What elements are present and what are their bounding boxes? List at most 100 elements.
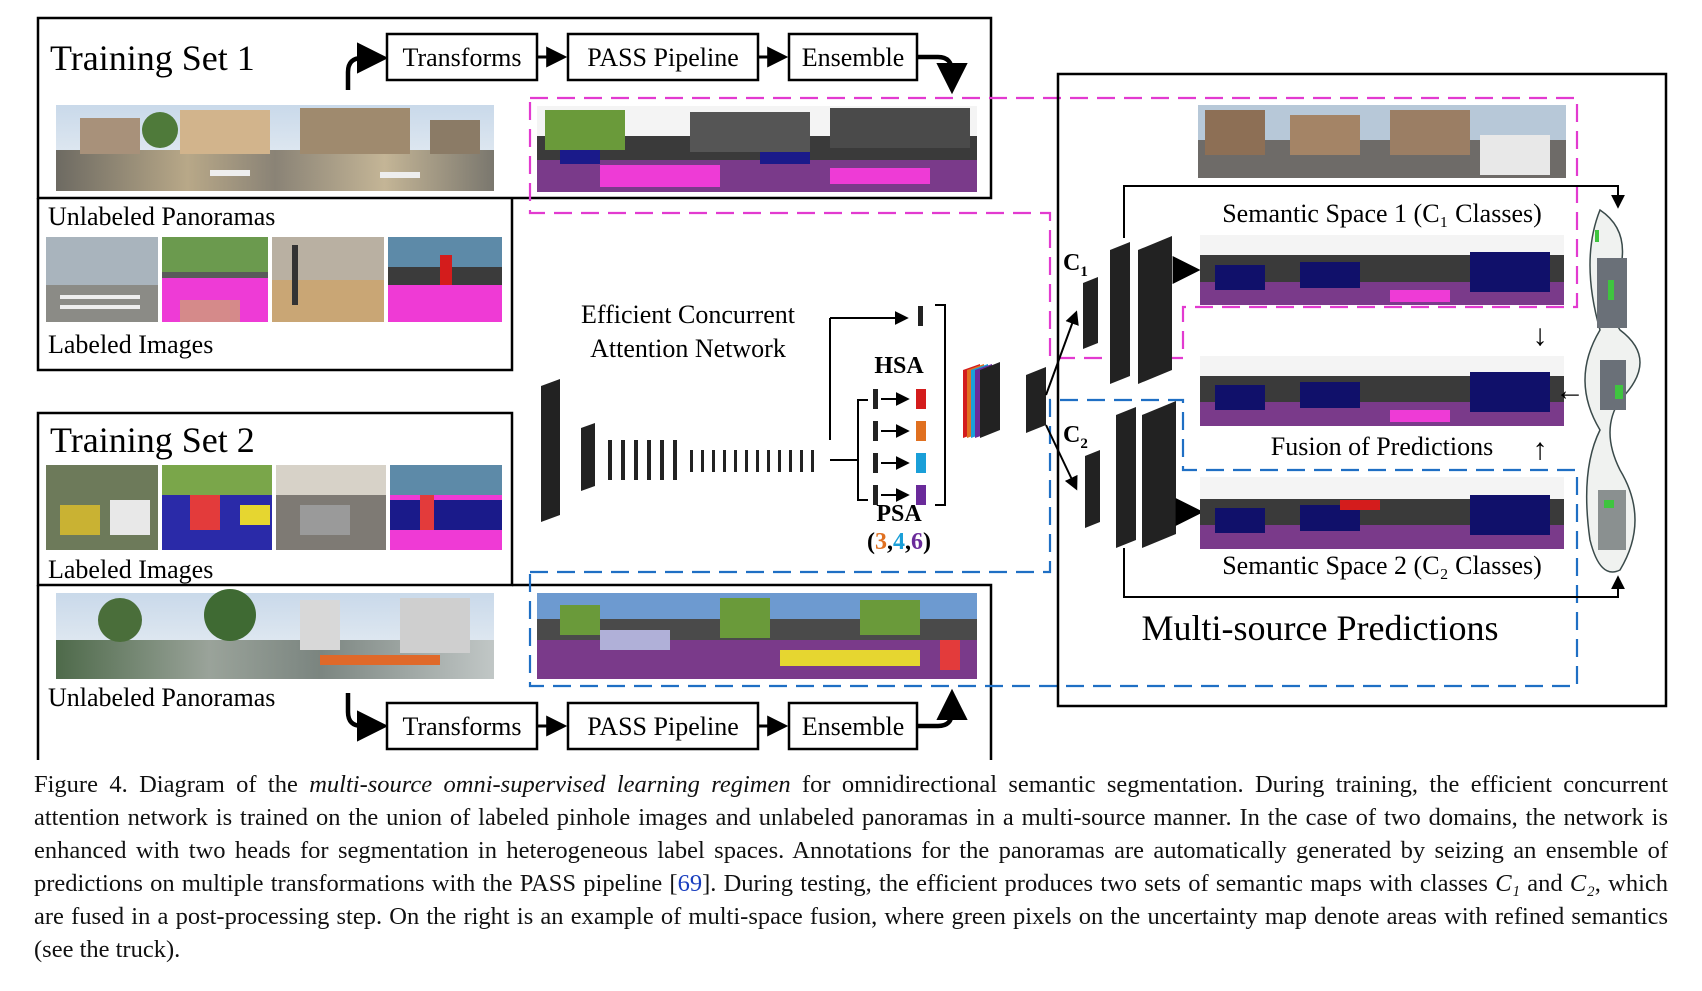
- psa-branch-3-output: [916, 421, 926, 441]
- head-c2-letter: C: [1063, 422, 1080, 448]
- semantic-space-1-label: Semantic Space 1 (C₁ Classes): [1222, 199, 1542, 228]
- set2-labeled-label: Labeled Images: [48, 555, 213, 584]
- multi-source-predictions: C1 C2 Semantic Space 1 (C₁ Classes) ↓: [1045, 72, 1668, 708]
- concat-features: [963, 362, 1046, 438]
- encoder-block-small: [811, 450, 814, 472]
- transforms-label-top: Transforms: [403, 43, 522, 72]
- uncertainty-map: [1584, 208, 1641, 573]
- pseudo-label-routing: [528, 96, 1579, 688]
- psa-scale-4: 4: [893, 529, 905, 555]
- psa-branches: [830, 304, 946, 506]
- hsa-label: HSA: [874, 353, 924, 379]
- training-set-2-upper-frame: [36, 411, 514, 587]
- psa-sep-2: ,: [905, 529, 911, 555]
- encoder-block-small: [778, 450, 781, 472]
- set1-unlabeled-panorama: [56, 105, 494, 191]
- psa-label: PSA: [876, 501, 922, 527]
- hsa-bypass-layer: [918, 306, 923, 326]
- encoder-block-small: [800, 450, 803, 472]
- encoder-block: [647, 440, 651, 480]
- head-c1-layer-1: [1083, 277, 1098, 349]
- transforms-label-bottom: Transforms: [403, 712, 522, 741]
- network-name-line2: Attention Network: [590, 334, 786, 363]
- semantic-map-2: [1200, 477, 1564, 549]
- figure-caption: Figure 4. Diagram of the multi-source om…: [34, 768, 1668, 966]
- encoder-block-small: [756, 450, 759, 472]
- head-c1-layer-3: [1138, 236, 1172, 384]
- head-c1-subscript: 1: [1080, 264, 1088, 280]
- caption-part1: for omnidirectional semantic segmentatio…: [34, 771, 1668, 897]
- pipeline-top: Transforms PASS Pipeline Ensemble: [345, 32, 968, 95]
- set1-labeled-images: [46, 237, 502, 322]
- psa-scales: (3,4,6): [867, 529, 931, 555]
- head-c2-layer-1: [1085, 450, 1100, 528]
- head-c1-layer-2: [1110, 242, 1130, 384]
- encoder-block: [621, 440, 625, 480]
- predictions-frame: [1056, 72, 1668, 708]
- ensemble-label-top: Ensemble: [802, 43, 905, 72]
- predictions-title: Multi-source Predictions: [1142, 608, 1499, 648]
- caption-part2: ]. During testing, the efficient produce…: [702, 870, 1496, 897]
- training-set-2-title: Training Set 2: [50, 420, 255, 460]
- magenta-dashed-route: [528, 96, 1579, 360]
- psa-scale-3: 3: [875, 529, 887, 555]
- caption-reference-link[interactable]: 69: [677, 870, 703, 897]
- left-arrow-icon: ←: [1555, 374, 1585, 407]
- training-set-2: Training Set 2 Labeled Images: [36, 411, 993, 768]
- encoder-block-small: [723, 450, 726, 472]
- encoder-block: [608, 440, 612, 480]
- fusion-label: Fusion of Predictions: [1271, 432, 1493, 461]
- psa-sep-1: ,: [887, 529, 893, 555]
- up-arrow-icon: ↑: [1533, 433, 1548, 466]
- encoder-block-small: [712, 450, 715, 472]
- down-arrow-icon: ↓: [1533, 319, 1548, 352]
- head-c2-layer-3: [1142, 401, 1176, 548]
- training-set-1-lower-frame: [36, 198, 514, 372]
- set1-unlabeled-label: Unlabeled Panoramas: [48, 202, 275, 231]
- set2-pseudo-label-map: [537, 593, 977, 679]
- caption-prefix: Figure 4. Diagram of the: [34, 771, 310, 798]
- encoder-block: [660, 440, 664, 480]
- training-set-1-title: Training Set 1: [50, 38, 255, 78]
- encoder-block-small: [745, 450, 748, 472]
- blue-dashed-route: [528, 398, 1579, 688]
- set2-unlabeled-panorama: [56, 589, 494, 679]
- encoder-block-small: [701, 450, 704, 472]
- caption-c2: C₂: [1569, 870, 1595, 897]
- encoder-block: [634, 440, 638, 480]
- diagram-svg: Training Set 1 Unlabeled Panoramas: [36, 16, 1668, 768]
- caption-and: and: [1520, 870, 1570, 897]
- encoder-layers: [541, 379, 814, 522]
- caption-part3: , which are fused in a post-processing s…: [34, 870, 1669, 963]
- test-panorama: [1198, 105, 1566, 178]
- training-set-1-top-frame: [36, 16, 993, 200]
- network-name-line1: Efficient Concurrent: [581, 300, 796, 329]
- set2-unlabeled-label: Unlabeled Panoramas: [48, 683, 275, 712]
- set2-labeled-images: [46, 465, 502, 550]
- ensemble-box-top: [787, 32, 919, 82]
- figure-diagram: Training Set 1 Unlabeled Panoramas: [36, 16, 1668, 768]
- semantic-map-1: [1200, 235, 1564, 305]
- head-c2-subscript: 2: [1080, 436, 1088, 452]
- pass-pipeline-label-top: PASS Pipeline: [587, 43, 738, 72]
- pipeline-bottom: Transforms PASS Pipeline Ensemble: [345, 688, 968, 751]
- head-c1-letter: C: [1063, 250, 1080, 276]
- encoder-block: [673, 440, 677, 480]
- encoder-block-small: [690, 450, 693, 472]
- head-c2-label: C2: [1063, 422, 1088, 452]
- caption-c1: C₁: [1495, 870, 1521, 897]
- set1-labeled-label: Labeled Images: [48, 330, 213, 359]
- encoder-block-small: [734, 450, 737, 472]
- ensemble-box-bottom: [787, 701, 919, 751]
- training-set-1: Training Set 1 Unlabeled Panoramas: [36, 16, 993, 372]
- fused-semantic-map: [1200, 356, 1564, 426]
- pass-pipeline-box-top: [566, 32, 760, 82]
- psa-open-paren: (: [867, 529, 875, 555]
- psa-branch-6-output: [916, 485, 926, 505]
- encoder-block-small: [767, 450, 770, 472]
- psa-close-paren: ): [923, 529, 931, 555]
- psa-branch-4-output: [916, 453, 926, 473]
- set1-pseudo-label-map: [537, 106, 977, 192]
- head-c1-label: C1: [1063, 250, 1088, 280]
- psa-branch-hsa-output: [916, 389, 926, 409]
